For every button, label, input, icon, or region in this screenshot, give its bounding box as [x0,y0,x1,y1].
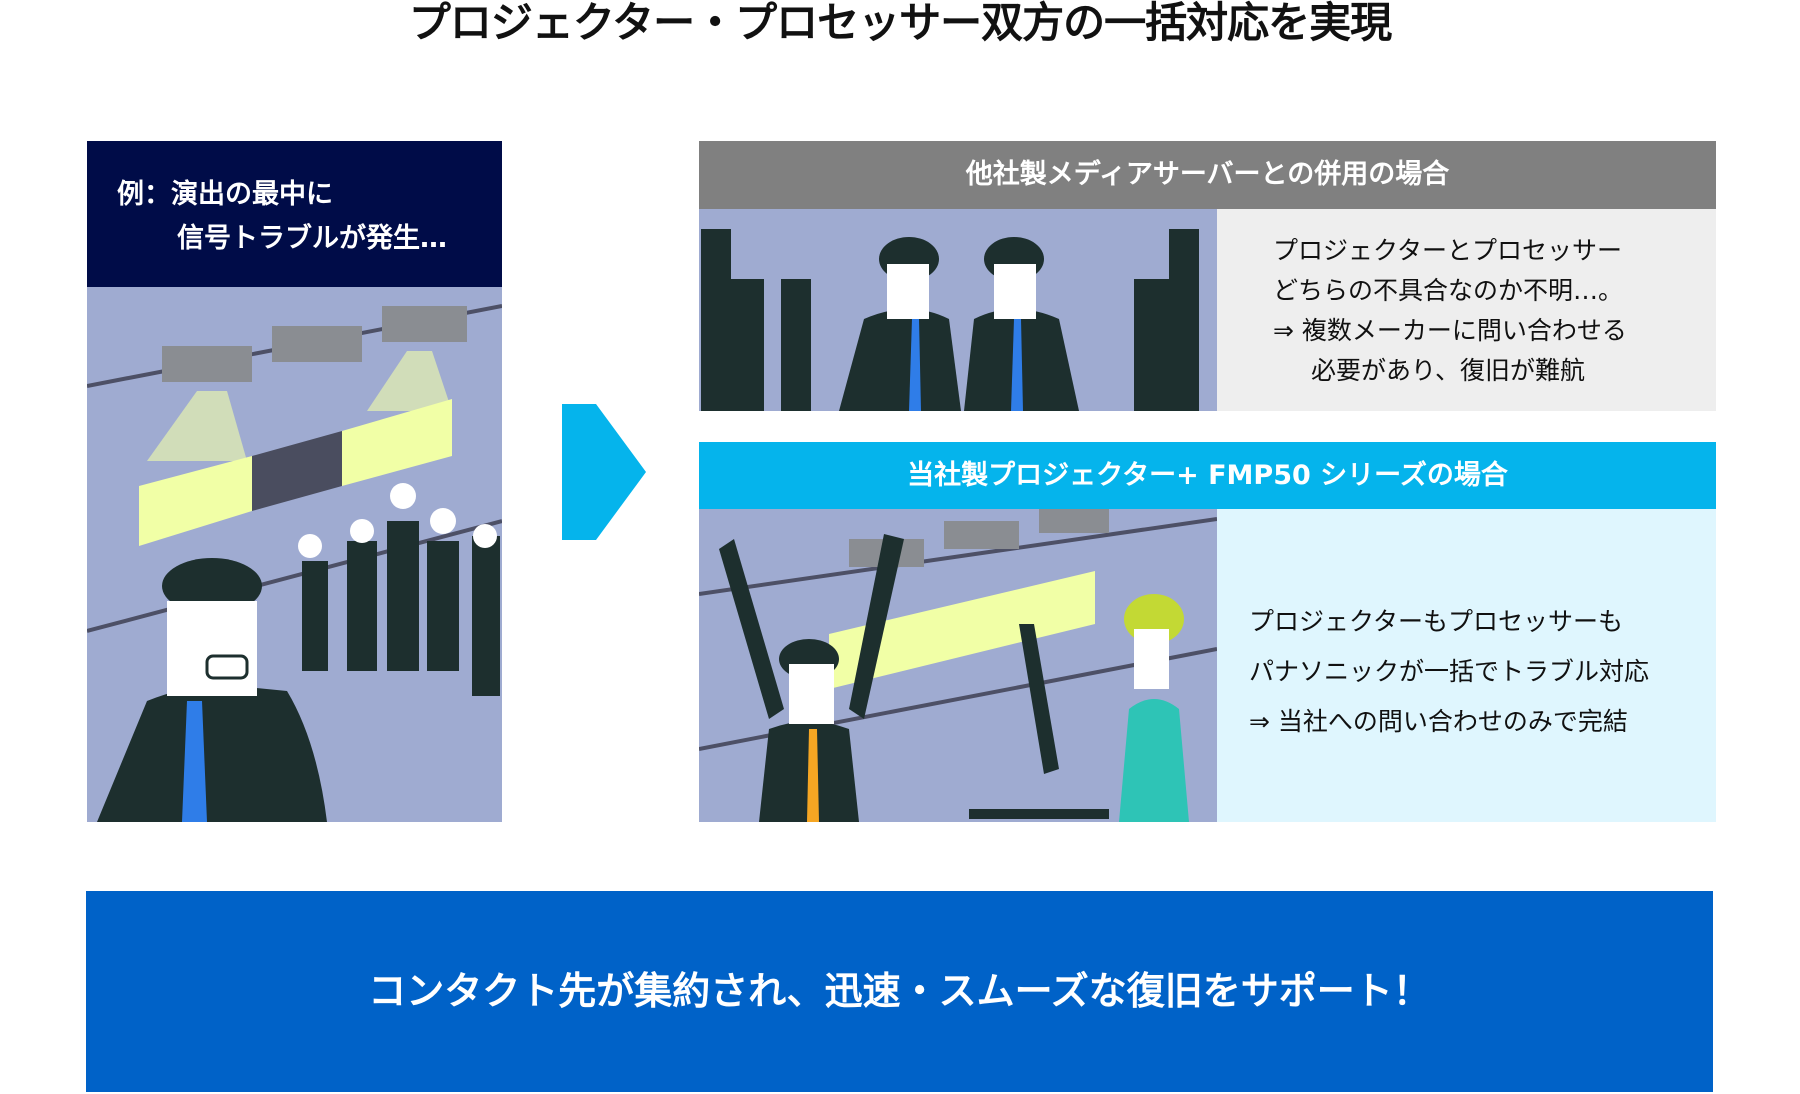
caption-line-1: 例：演出の最中に [117,179,333,210]
happy-support-illustration [699,509,1217,822]
other-case-header: 他社製メディアサーバーとの併用の場合 [699,141,1716,209]
description-line: プロジェクターもプロセッサーも [1249,607,1624,636]
example-caption: 例：演出の最中に 信号トラブルが発生… [87,141,502,287]
page-title: プロジェクター・プロセッサー双方の一括対応を実現 [408,0,1392,47]
confused-people-illustration [699,209,1217,411]
description-line: ⇒ 当社への問い合わせのみで完結 [1249,707,1628,736]
description-line: ⇒ 複数メーカーに問い合わせる [1273,316,1627,345]
description-line: どちらの不具合なのか不明…。 [1273,276,1624,305]
our-case-header: 当社製プロジェクター+ FMP50 シリーズの場合 [699,442,1716,510]
description-line: プロジェクターとプロセッサー [1273,236,1623,265]
caption-line-2: 信号トラブルが発生… [177,223,447,254]
description-line: 必要があり、復旧が難航 [1311,356,1586,385]
description-line: パナソニックが一括でトラブル対応 [1249,657,1650,686]
right-arrow-icon [562,404,646,540]
conclusion-banner: コンタクト先が集約され、迅速・スムーズな復旧をサポート！ [86,891,1713,1092]
example-panel: 例：演出の最中に 信号トラブルが発生… [87,141,502,822]
other-case-description: プロジェクターとプロセッサー どちらの不具合なのか不明…。 ⇒ 複数メーカーに問… [1217,209,1716,411]
trouble-illustration [87,304,502,822]
our-case-description: プロジェクターもプロセッサーも パナソニックが一括でトラブル対応 ⇒ 当社への問… [1217,509,1716,822]
